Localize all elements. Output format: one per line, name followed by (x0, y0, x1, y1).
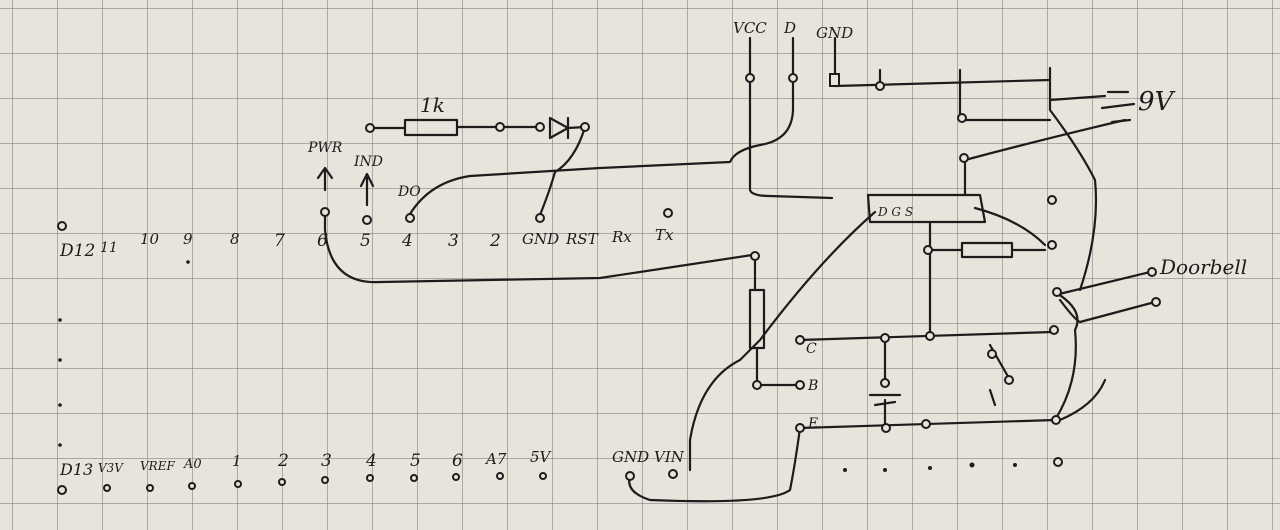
pin-aref: VREF (140, 459, 175, 473)
pin-a7: A7 (484, 450, 507, 468)
pin-d4: 4 (401, 231, 413, 251)
capacitor (868, 393, 902, 407)
pin-a2: 2 (277, 451, 289, 471)
doorbell-wire-1 (1053, 270, 1152, 297)
gnd-rail (833, 36, 1052, 88)
doorbell-wire-2 (1058, 298, 1157, 324)
pin-gnd-bottom: GND (612, 448, 649, 466)
do-label: DO (397, 184, 421, 200)
led-resistor (403, 118, 459, 137)
pin-d3: 3 (448, 231, 459, 251)
ind-arrow (359, 172, 375, 207)
transistor-base-label: B (807, 378, 818, 394)
pin-5v: 5V (530, 448, 553, 466)
led-diode (548, 116, 587, 140)
d6-wire (323, 213, 754, 284)
gate-wire (688, 210, 877, 472)
resistor-value-label: 1k (420, 93, 445, 117)
gate-resistor (960, 241, 1014, 259)
pin-a5: 5 (410, 451, 421, 471)
pin-d6: 6 (317, 231, 328, 251)
pin-d7: 7 (274, 231, 285, 251)
battery-return-wire (1048, 66, 1098, 292)
pwr-label: PWR (307, 140, 343, 156)
gnd-top-label: GND (816, 24, 853, 42)
vcc-wire (748, 36, 834, 200)
d-label: D (783, 19, 796, 37)
pin-a1: 1 (232, 452, 242, 470)
pin-a3: 3 (321, 451, 332, 471)
ind-label: IND (353, 154, 383, 170)
relay-component (866, 193, 987, 224)
pin-a4: 4 (365, 451, 377, 471)
pin-gnd: GND (522, 230, 559, 248)
pin-rst: RST (565, 230, 599, 248)
pin-d5: 5 (360, 231, 371, 251)
bottom-header-labels: D13 V3V VREF A0 1 2 3 4 5 6 A7 5V GND VI… (59, 448, 685, 479)
battery-symbol (1100, 90, 1136, 124)
pin-d11: 11 (100, 240, 118, 256)
pin-a6: 6 (452, 451, 463, 471)
pin-d12: D12 (59, 241, 95, 261)
pads (57, 73, 1161, 495)
pin-d9: 9 (183, 230, 193, 248)
relay-pin-labels: D G S (877, 205, 913, 219)
transistor-emitter-label: E (807, 416, 818, 432)
pin-d8: 8 (230, 230, 240, 248)
pin-vin: VIN (654, 448, 685, 466)
pwr-arrow (316, 166, 334, 192)
vcc-label: VCC (733, 19, 767, 37)
doorbell-label: Doorbell (1159, 255, 1247, 279)
top-header-labels: D12 11 10 9 8 7 6 5 4 3 2 GND RST Rx Tx (59, 226, 674, 261)
data-wire (408, 36, 795, 216)
pin-rx: Rx (611, 228, 632, 246)
ground-return-wire (628, 426, 802, 503)
pin-tx: Tx (655, 226, 674, 244)
grid-dots (58, 260, 1017, 472)
pin-d2: 2 (489, 231, 501, 251)
transistor-collector-label: C (806, 341, 817, 357)
battery-label: 9V (1138, 87, 1176, 117)
pin-a0: A0 (183, 457, 202, 472)
pin-d13: D13 (59, 460, 93, 479)
pin-d10: 10 (140, 230, 160, 248)
pin-3v3: V3V (98, 461, 124, 475)
